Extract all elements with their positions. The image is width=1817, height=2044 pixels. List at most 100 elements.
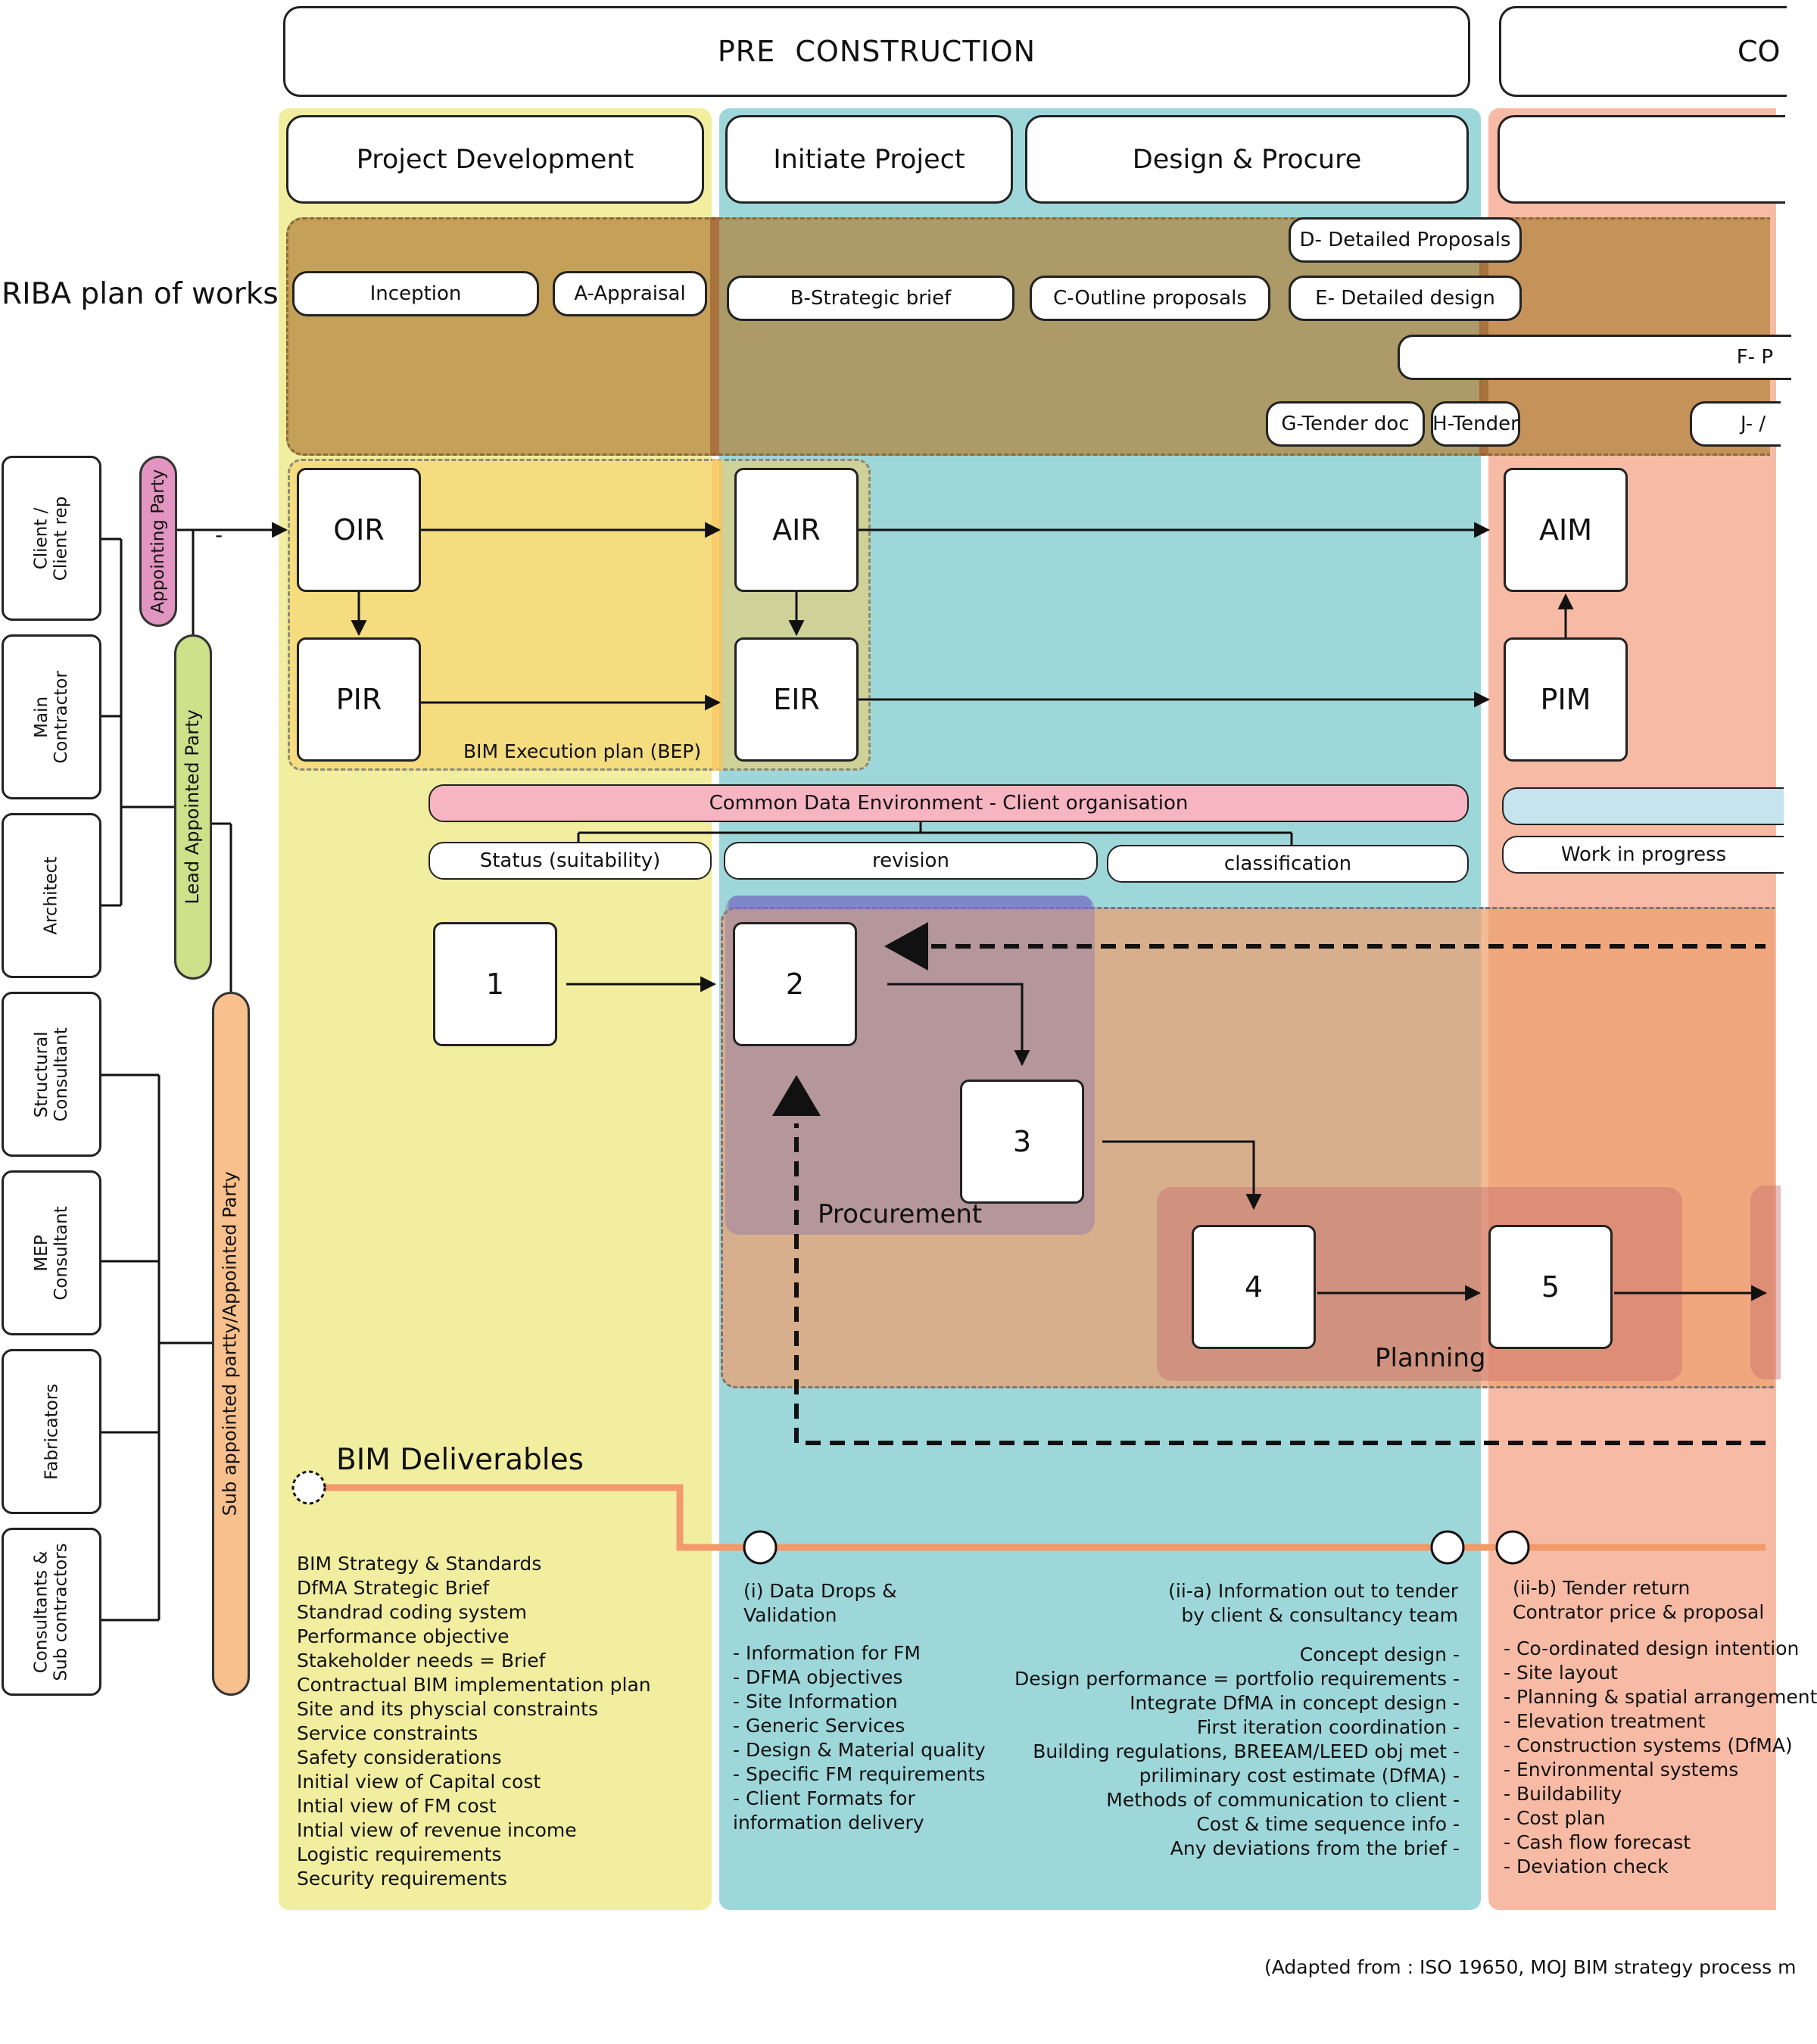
source-footer: (Adapted from : ISO 19650, MOJ BIM strat… — [1264, 1956, 1797, 1978]
box-eir: EIR — [734, 637, 859, 762]
deliverable-item: Site and its physcial constraints — [297, 1698, 599, 1720]
deliverable-node-tender-out — [1430, 1530, 1465, 1565]
deliverable-item: Standrad coding system — [297, 1601, 528, 1623]
bep-label: BIM Execution plan (BEP) — [463, 740, 702, 762]
box-pim-label: PIM — [1540, 683, 1591, 716]
step-3-label: 3 — [1012, 1125, 1032, 1158]
feedback-arrow-up — [772, 1075, 821, 1116]
box-air-label: AIR — [772, 513, 821, 547]
deliverable-item: Security requirements — [297, 1868, 507, 1890]
step-2: 2 — [733, 922, 857, 1046]
procurement-label: Procurement — [818, 1199, 983, 1229]
deliverable-item: Design performance = portfolio requireme… — [1014, 1668, 1460, 1690]
feedback-arrow-left — [884, 922, 928, 971]
pre-construction-label: PRE CONSTRUCTION — [717, 35, 1036, 68]
lead-appointed-party-bar: Lead Appointed Party — [174, 634, 212, 980]
planning-zone-partial — [1750, 1186, 1781, 1379]
deliverable-heading: Validation — [743, 1604, 837, 1626]
deliverable-item: - Construction systems (DfMA) — [1504, 1734, 1793, 1756]
party-architect: Architect — [2, 813, 101, 978]
party-mep: MEP Consultant — [2, 1170, 101, 1335]
step-4: 4 — [1192, 1225, 1316, 1349]
stage-design-procure: Design & Procure — [1025, 115, 1469, 204]
deliverable-item: Intial view of revenue income — [297, 1819, 577, 1841]
deliverable-item: - Co-ordinated design intention — [1504, 1637, 1800, 1659]
deliverable-item: - Information for FM — [733, 1642, 921, 1664]
deliverable-item: - Cost plan — [1504, 1807, 1606, 1829]
deliverable-heading: (ii-a) Information out to tender — [1168, 1580, 1458, 1602]
riba-appraisal: A-Appraisal — [553, 271, 707, 316]
arrow-step2-step3 — [887, 983, 1030, 1067]
connectors — [101, 522, 1768, 1622]
box-oir-label: OIR — [333, 513, 385, 547]
deliverable-item: Methods of communication to client - — [1106, 1789, 1460, 1811]
stage-construction — [1498, 115, 1785, 204]
party-client: Client / Client rep — [2, 456, 101, 621]
cde-bar: Common Data Environment - Client organis… — [429, 784, 1469, 822]
riba-divider — [710, 217, 719, 456]
appointing-party-bar: Appointing Party — [139, 456, 177, 627]
deliverable-item: - DFMA objectives — [733, 1666, 903, 1688]
step-4-label: 4 — [1244, 1270, 1264, 1304]
party-consultants: Consultants & Sub contractors — [2, 1528, 101, 1696]
step-3: 3 — [960, 1080, 1084, 1204]
riba-detailed-proposals: D- Detailed Proposals — [1289, 217, 1522, 263]
construction-label: CO — [1738, 35, 1781, 68]
deliverable-item: information delivery — [733, 1812, 924, 1834]
deliverable-node-tender-return — [1495, 1530, 1530, 1565]
deliverable-item: Logistic requirements — [297, 1843, 502, 1865]
step-2-label: 2 — [785, 967, 805, 1001]
procurement-zone-top — [728, 896, 1092, 909]
stage-project-development: Project Development — [286, 115, 704, 204]
deliverables-data-drops-title: (i) Data Drops &Validation — [743, 1579, 897, 1628]
deliverable-item: - Planning & spatial arrangement — [1504, 1686, 1817, 1708]
riba-tender-doc: G-Tender doc — [1266, 401, 1425, 447]
deliverable-item: Contractual BIM implementation plan — [297, 1674, 651, 1696]
deliverable-item: DfMA Strategic Brief — [297, 1577, 490, 1599]
deliverable-item: Intial view of FM cost — [297, 1795, 497, 1817]
box-eir-label: EIR — [773, 683, 820, 716]
deliverable-item: Cost & time sequence info - — [1196, 1813, 1460, 1835]
riba-outline-proposals: C-Outline proposals — [1030, 276, 1270, 321]
deliverable-item: - Site layout — [1504, 1662, 1618, 1684]
box-air: AIR — [734, 468, 859, 592]
deliverable-item: - Elevation treatment — [1504, 1710, 1706, 1732]
construction-header: CO — [1499, 6, 1787, 97]
deliverable-item: BIM Strategy & Standards — [297, 1553, 542, 1575]
deliverables-title: BIM Deliverables — [336, 1443, 584, 1477]
riba-detailed-design: E- Detailed design — [1289, 276, 1522, 321]
box-oir: OIR — [297, 468, 421, 592]
deliverable-item: Any deviations from the brief - — [1170, 1837, 1460, 1859]
deliverable-item: - Client Formats for — [733, 1787, 915, 1809]
cde-bar-construction — [1502, 787, 1784, 825]
pre-construction-header: PRE CONSTRUCTION — [283, 6, 1470, 97]
party-main-contractor: Main Contractor — [2, 634, 101, 799]
cde-work-in-progress: Work in progress — [1502, 836, 1784, 874]
stage-project-development-label: Project Development — [356, 144, 634, 175]
deliverable-item: First iteration coordination - — [1196, 1716, 1460, 1738]
step-1-label: 1 — [485, 967, 505, 1001]
deliverables-tender-out: Concept design -Design performance = por… — [1014, 1643, 1460, 1861]
deliverable-item: Performance objective — [297, 1625, 510, 1647]
deliverable-item: - Specific FM requirements — [733, 1763, 986, 1785]
box-pir-label: PIR — [335, 683, 382, 716]
planning-label: Planning — [1375, 1343, 1486, 1373]
deliverable-heading: Contrator price & proposal — [1513, 1601, 1765, 1623]
deliverable-item: Initial view of Capital cost — [297, 1771, 541, 1793]
deliverable-item: - Design & Material quality — [733, 1739, 986, 1761]
deliverable-item: - Cash flow forecast — [1504, 1831, 1691, 1853]
deliverable-item: Safety considerations — [297, 1746, 502, 1768]
deliverable-item: - Site Information — [733, 1690, 898, 1712]
stage-initiate-project-label: Initiate Project — [773, 144, 965, 175]
deliverable-heading: (ii-b) Tender return — [1513, 1577, 1691, 1599]
deliverable-item: priliminary cost estimate (DfMA) - — [1139, 1765, 1460, 1787]
box-pir: PIR — [297, 637, 421, 762]
cde-classification: classification — [1107, 845, 1469, 883]
deliverable-item: Stakeholder needs = Brief — [297, 1650, 546, 1672]
deliverable-item: Service constraints — [297, 1722, 478, 1744]
cde-revision: revision — [724, 842, 1098, 880]
sub-appointed-party-bar: Sub appointed partty/Appointed Party — [212, 992, 250, 1696]
